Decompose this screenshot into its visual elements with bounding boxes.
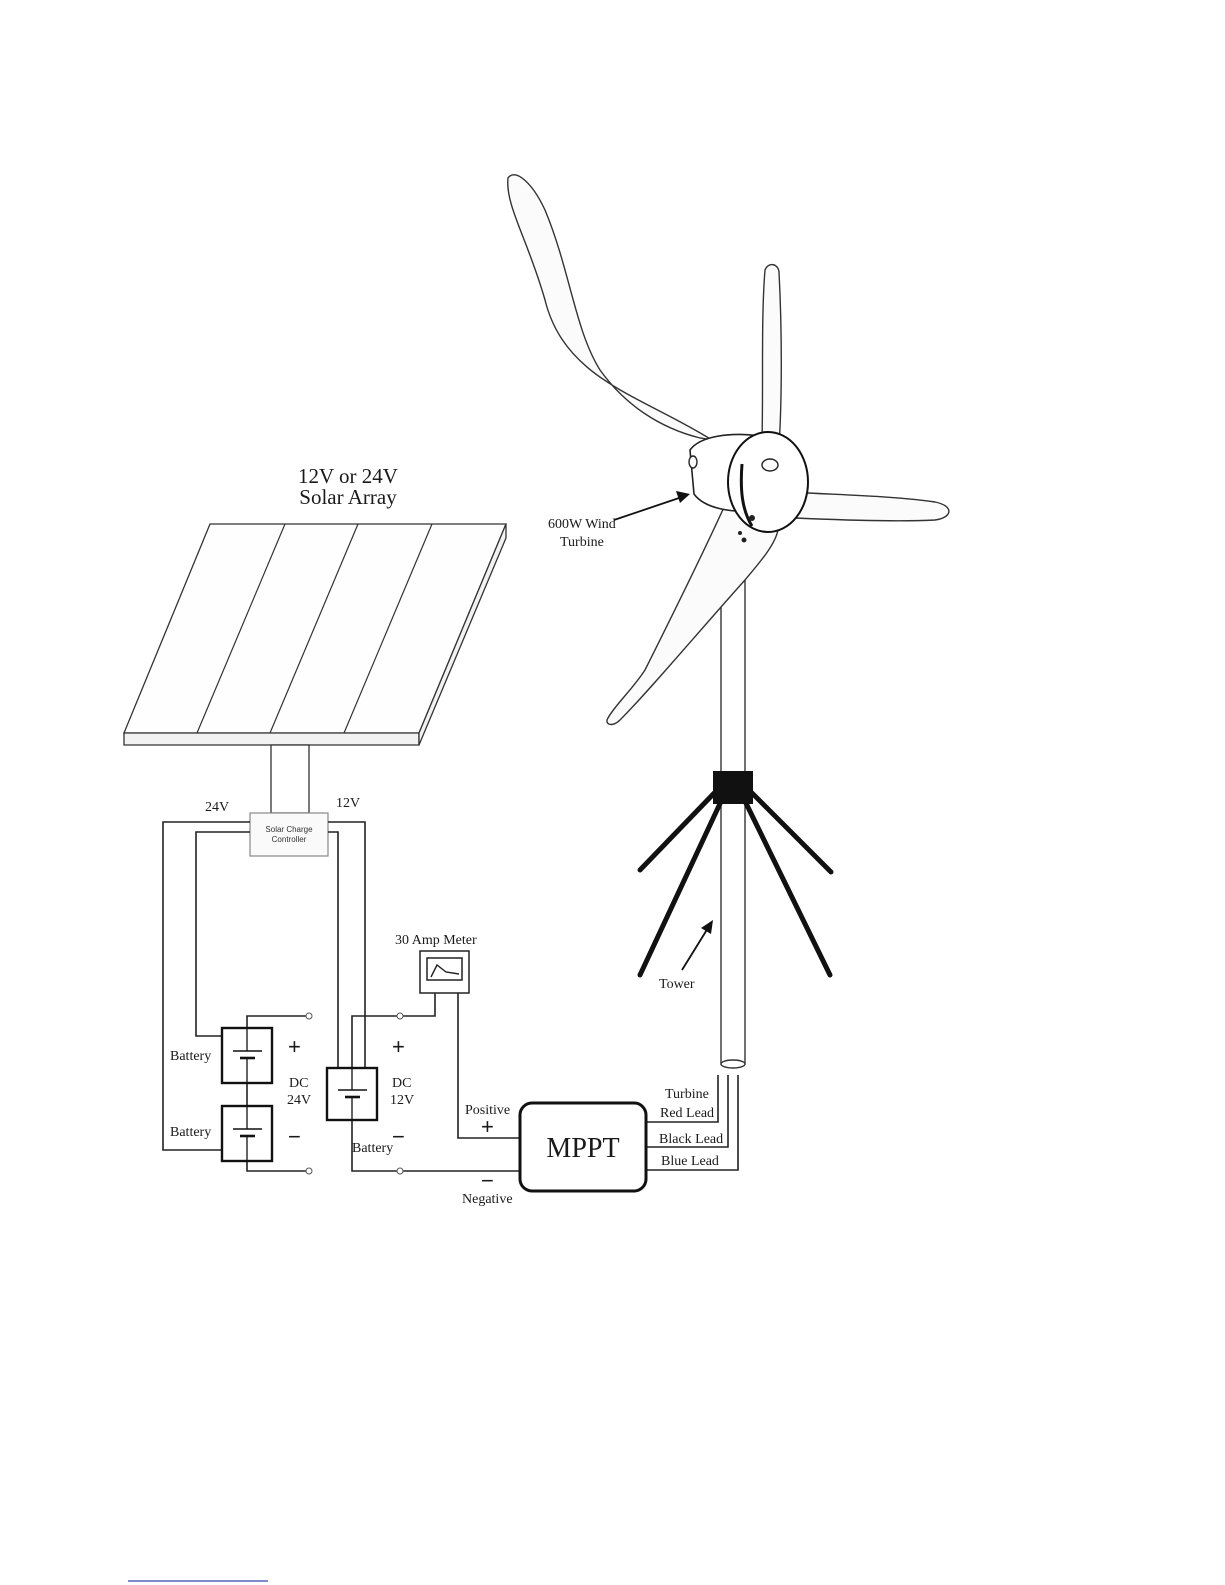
turbine-pointer-arrow <box>614 491 690 520</box>
solar-panel-post <box>271 745 309 813</box>
positive-sign: + <box>481 1114 494 1139</box>
turbine-red-lead-label-line1: Turbine <box>665 1087 709 1102</box>
dc-12v-label-line1: DC <box>392 1076 411 1091</box>
tower-pointer-arrow <box>682 920 713 970</box>
solar-panel-face <box>124 524 506 733</box>
blue-lead-label: Blue Lead <box>661 1154 719 1169</box>
plus-sign-24v: + <box>288 1034 301 1059</box>
turbine-blade-right <box>790 492 949 521</box>
solar-panel-edge <box>124 733 419 745</box>
battery-24v-top <box>222 1028 272 1083</box>
negative-sign: − <box>481 1168 494 1193</box>
mppt-label: MPPT <box>546 1133 619 1164</box>
turbine-blade-upper-left <box>508 175 712 440</box>
dc-24v-label-line1: DC <box>289 1076 308 1091</box>
battery-12v <box>327 1068 377 1120</box>
tower-collar <box>713 771 753 804</box>
battery-24v-bottom <box>222 1106 272 1161</box>
charge-controller-label-line2: Controller <box>272 835 307 844</box>
battery-label-top: Battery <box>170 1049 211 1064</box>
turbine-blade-lower-left <box>607 505 778 724</box>
dc-12v-label-line2: 12V <box>390 1093 414 1108</box>
solar-array-title-line2: Solar Array <box>299 485 397 509</box>
black-lead-label: Black Lead <box>659 1132 723 1147</box>
wind-turbine <box>508 175 949 1068</box>
24v-tap-label: 24V <box>205 800 229 815</box>
12v-tap-label: 12V <box>336 796 360 811</box>
tower-label: Tower <box>659 977 695 992</box>
solar-array <box>124 524 506 813</box>
battery-label-bottom: Battery <box>170 1125 211 1140</box>
plus-sign-12v: + <box>392 1034 405 1059</box>
minus-sign-12v: − <box>392 1124 405 1149</box>
turbine-label-line1: 600W Wind <box>548 517 616 532</box>
dc-24v-label-line2: 24V <box>287 1093 311 1108</box>
turbine-label-line2: Turbine <box>560 535 604 550</box>
charge-controller-label-line1: Solar Charge <box>265 825 313 834</box>
battery-12v-label: Battery <box>352 1141 393 1156</box>
amp-meter <box>420 951 469 993</box>
amp-meter-label: 30 Amp Meter <box>395 933 477 948</box>
turbine-red-lead-label-line2: Red Lead <box>660 1106 714 1121</box>
negative-label: Negative <box>462 1192 513 1207</box>
minus-sign-24v: − <box>288 1124 301 1149</box>
